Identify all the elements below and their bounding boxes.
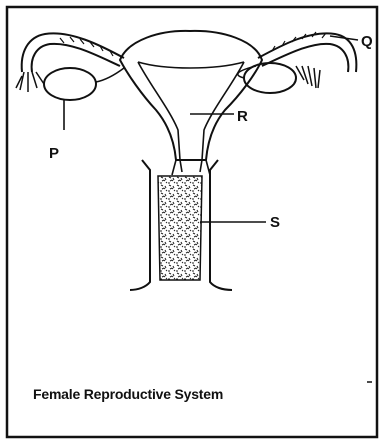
right-fimbriae — [296, 66, 320, 88]
right-fallopian-tube — [258, 33, 356, 72]
label-s: S — [270, 215, 280, 230]
label-p: P — [49, 146, 59, 161]
cervix — [172, 160, 210, 175]
figure-caption: Female Reproductive System — [33, 386, 223, 402]
uterus-outline — [120, 31, 262, 160]
left-fallopian-tube — [22, 33, 124, 72]
uterine-cavity — [138, 62, 244, 160]
left-ovarian-ligament — [96, 68, 124, 82]
left-fimbriae — [16, 72, 44, 92]
left-ovary — [44, 68, 96, 100]
vagina-lining — [158, 176, 202, 280]
label-r: R — [237, 109, 248, 124]
label-q: Q — [361, 34, 373, 49]
